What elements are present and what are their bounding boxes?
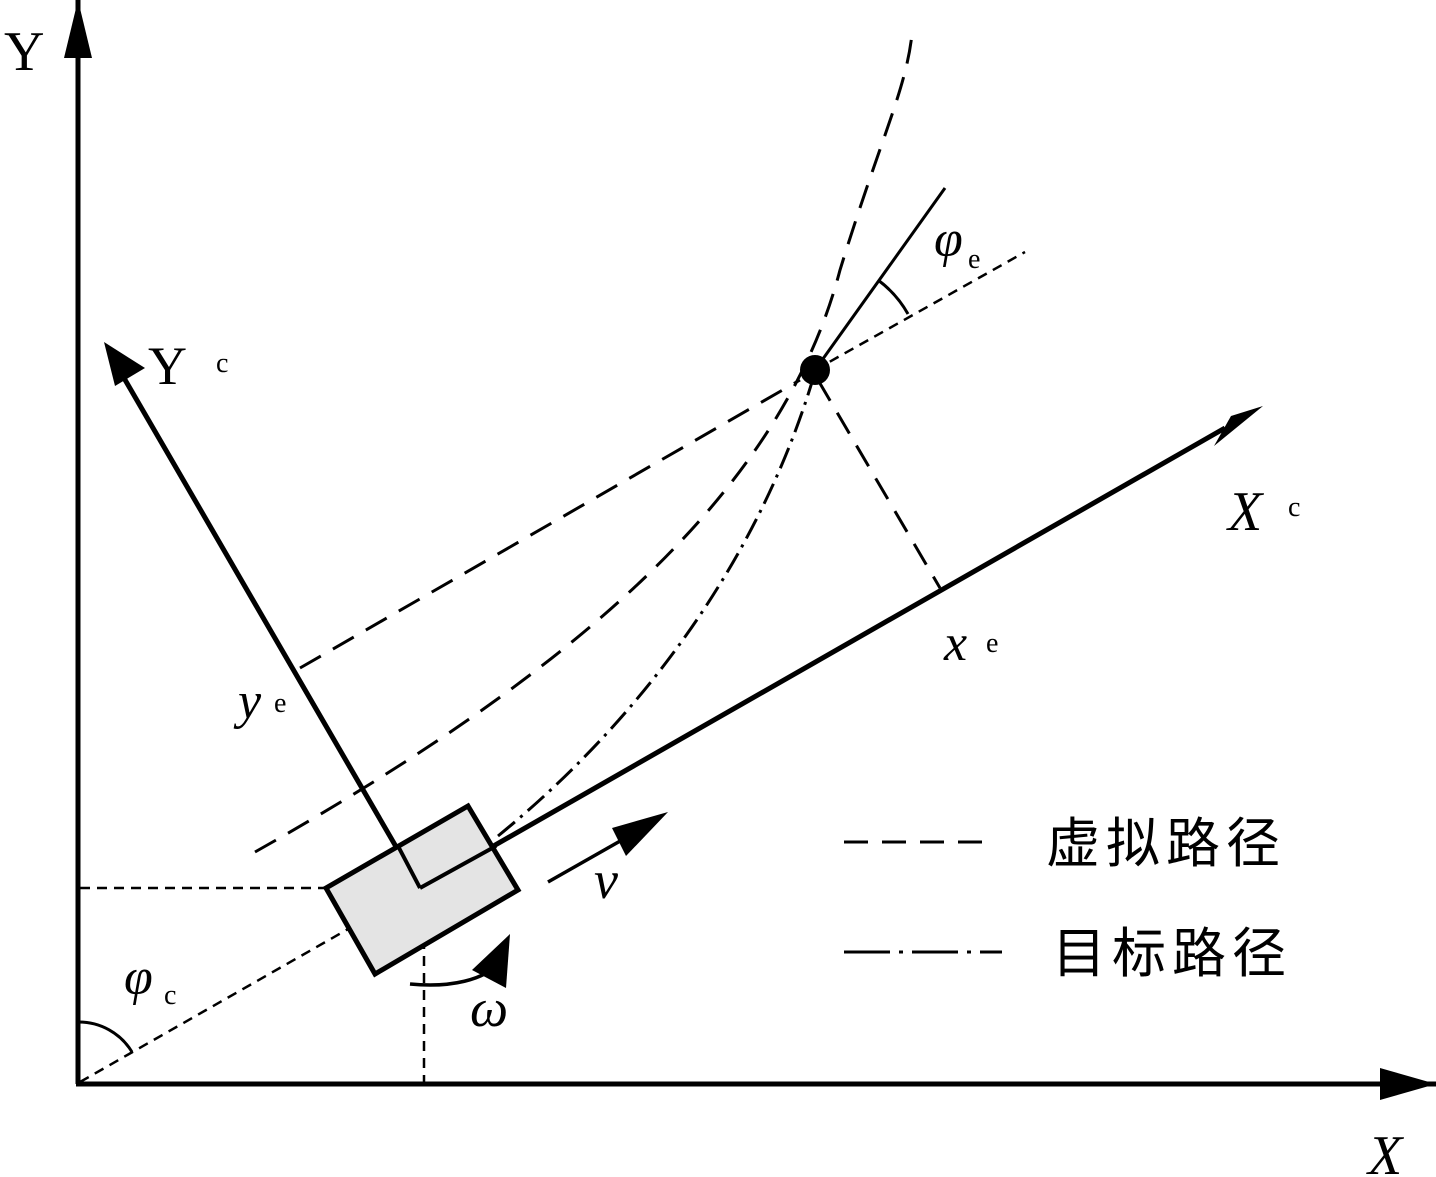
y-e-subscript: e bbox=[274, 688, 286, 719]
vehicle-x-axis-arrowhead bbox=[1214, 406, 1263, 446]
angular-velocity-arrowhead bbox=[472, 934, 510, 988]
velocity-label: v bbox=[594, 850, 618, 910]
vehicle-x-axis-label: X bbox=[1226, 481, 1265, 543]
lateral-offset-line bbox=[299, 378, 801, 670]
global-x-axis-arrowhead bbox=[1380, 1068, 1436, 1100]
x-e-subscript: e bbox=[986, 628, 998, 659]
phi-c-subscript: c bbox=[164, 980, 176, 1011]
global-x-axis-label: X bbox=[1366, 1125, 1405, 1177]
angular-velocity-label: ω bbox=[470, 978, 508, 1038]
phi-e-label: φ bbox=[934, 211, 963, 268]
vehicle-y-axis-arrowhead bbox=[104, 342, 145, 386]
target-path-curve bbox=[497, 371, 817, 838]
longitudinal-offset-line bbox=[816, 379, 942, 589]
vehicle-x-axis bbox=[418, 425, 1227, 891]
legend: 虚拟路径 目标路径 bbox=[844, 812, 1292, 985]
global-y-axis-arrowhead bbox=[64, 0, 92, 58]
virtual-path-curve bbox=[254, 33, 914, 854]
vehicle-y-axis bbox=[121, 376, 423, 890]
phi-e-subscript: e bbox=[968, 244, 980, 275]
vehicle-body bbox=[322, 802, 522, 978]
global-y-axis-label: Y bbox=[4, 21, 44, 83]
vehicle-y-axis-label: Y bbox=[148, 336, 187, 396]
vehicle-y-axis-subscript: c bbox=[216, 348, 228, 379]
legend-target-path-label: 目标路径 bbox=[1052, 922, 1292, 985]
vehicle-x-axis-subscript: c bbox=[1288, 492, 1300, 523]
legend-virtual-path-label: 虚拟路径 bbox=[1046, 812, 1286, 875]
heading-reference-line bbox=[814, 250, 1026, 372]
vehicle-y-axis-inside-body bbox=[396, 845, 422, 889]
velocity-arrowhead bbox=[612, 812, 668, 856]
x-e-label: x bbox=[943, 615, 967, 672]
phi-c-angle-arc bbox=[77, 1020, 134, 1053]
y-e-label: y bbox=[233, 673, 262, 730]
phi-e-angle-arc bbox=[877, 278, 910, 315]
vehicle-x-axis-inside-body bbox=[419, 844, 497, 890]
path-tangent-line bbox=[813, 187, 947, 371]
phi-c-label: φ bbox=[124, 949, 153, 1006]
